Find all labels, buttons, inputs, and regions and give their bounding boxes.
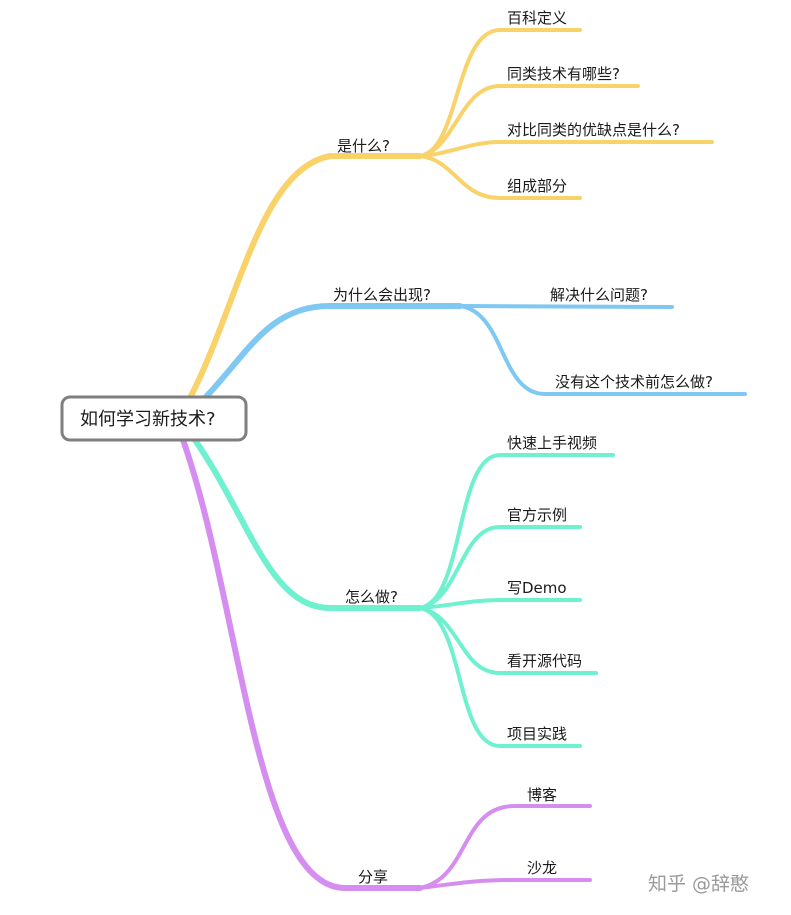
node-how-video[interactable]: 快速上手视频 — [507, 434, 597, 452]
node-share[interactable]: 分享 — [358, 868, 388, 886]
node-how-opensource[interactable]: 看开源代码 — [507, 652, 582, 670]
node-why-problem[interactable]: 解决什么问题? — [550, 286, 648, 304]
watermark: 知乎 @辞憨 — [648, 873, 749, 895]
node-why[interactable]: 为什么会出现? — [333, 286, 431, 304]
connector-root-share — [180, 437, 423, 891]
connector-what-similar — [418, 84, 640, 158]
connector-how-video — [418, 453, 615, 610]
connector-share-blog — [418, 804, 592, 890]
connector-how-sample — [418, 525, 582, 610]
node-how-project[interactable]: 项目实践 — [507, 725, 567, 743]
root-node[interactable]: 如何学习新技术? — [60, 395, 248, 442]
connector-what-parts — [418, 154, 582, 200]
root-node-label: 如何学习新技术? — [80, 409, 216, 430]
connector-root-what — [187, 153, 423, 401]
node-what-parts[interactable]: 组成部分 — [507, 177, 567, 195]
connector-how-demo — [418, 598, 582, 610]
connector-root-why — [202, 303, 463, 401]
node-how[interactable]: 怎么做? — [345, 588, 398, 606]
branch-what: 是什么? 百科定义 同类技术有哪些? 对比同类的优缺点是什么? 组成部分 — [187, 9, 714, 401]
root-node-box — [60, 395, 248, 442]
branch-why: 为什么会出现? 解决什么问题? 没有这个技术前怎么做? — [202, 286, 747, 401]
node-why-before[interactable]: 没有这个技术前怎么做? — [555, 373, 713, 391]
node-what-similar[interactable]: 同类技术有哪些? — [507, 65, 620, 83]
connector-why-problem — [458, 304, 674, 309]
connector-what-compare — [418, 140, 714, 158]
connector-why-before — [458, 304, 747, 396]
node-what-compare[interactable]: 对比同类的优缺点是什么? — [507, 121, 680, 139]
connector-share-salon — [418, 878, 592, 890]
node-what[interactable]: 是什么? — [337, 137, 390, 155]
connector-how-project — [418, 606, 582, 748]
node-share-salon[interactable]: 沙龙 — [527, 859, 557, 877]
node-how-sample[interactable]: 官方示例 — [507, 506, 567, 524]
node-how-demo[interactable]: 写Demo — [507, 579, 567, 597]
branch-share: 分享 博客 沙龙 — [180, 437, 592, 891]
node-share-blog[interactable]: 博客 — [527, 786, 557, 804]
connector-root-how — [192, 437, 423, 611]
node-what-baike[interactable]: 百科定义 — [507, 9, 567, 27]
branch-how: 怎么做? 快速上手视频 官方示例 写Demo 看开源代码 项目实践 — [192, 434, 615, 748]
